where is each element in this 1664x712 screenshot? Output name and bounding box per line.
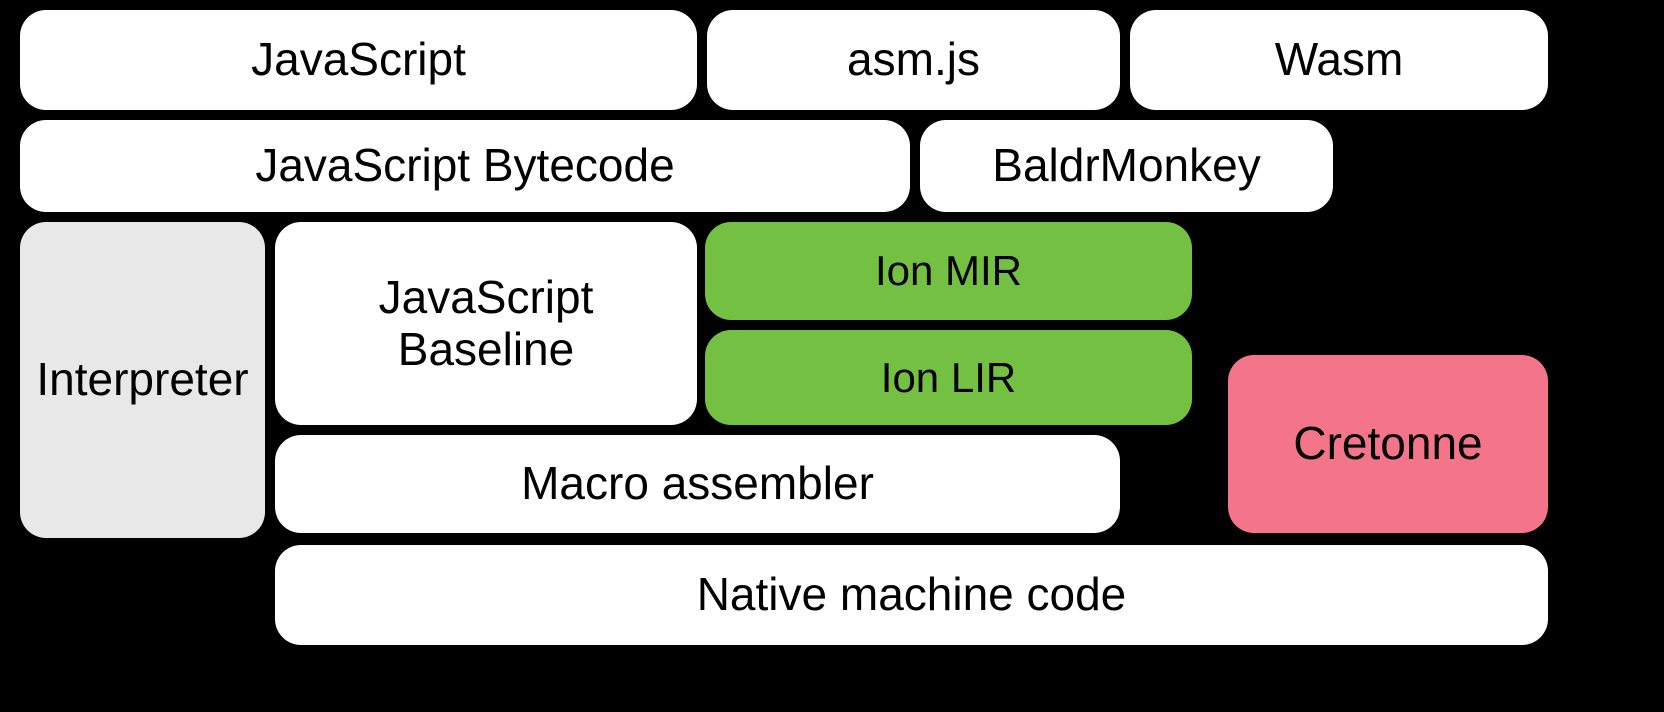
- node-ion-mir[interactable]: Ion MIR: [705, 222, 1192, 320]
- node-javascript[interactable]: JavaScript: [20, 10, 697, 110]
- node-javascript-bytecode[interactable]: JavaScript Bytecode: [20, 120, 910, 212]
- node-wasm[interactable]: Wasm: [1130, 10, 1548, 110]
- node-native-machine-code[interactable]: Native machine code: [275, 545, 1548, 645]
- node-interpreter[interactable]: Interpreter: [20, 222, 265, 538]
- node-cretonne[interactable]: Cretonne: [1228, 355, 1548, 533]
- node-baldrmonkey[interactable]: BaldrMonkey: [920, 120, 1333, 212]
- node-ion-lir[interactable]: Ion LIR: [705, 330, 1192, 425]
- node-macro-assembler[interactable]: Macro assembler: [275, 435, 1120, 533]
- node-asm-js[interactable]: asm.js: [707, 10, 1120, 110]
- node-javascript-baseline[interactable]: JavaScript Baseline: [275, 222, 697, 425]
